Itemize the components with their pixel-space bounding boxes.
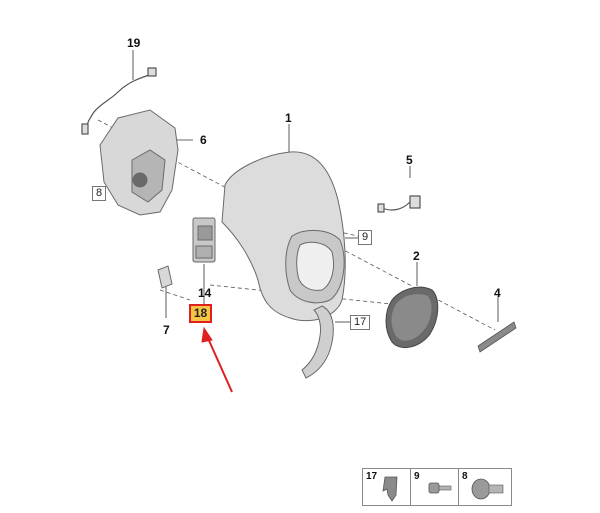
highlight-pointer-arrow <box>201 326 233 393</box>
callout-7: 7 <box>163 323 170 337</box>
callout-1: 1 <box>285 111 292 125</box>
part-6-mounting-bracket <box>99 109 179 216</box>
legend-number: 9 <box>414 471 420 482</box>
legend-number: 8 <box>462 471 468 482</box>
callout-17-boxed: 17 <box>350 315 371 330</box>
callout-5: 5 <box>406 153 413 167</box>
legend-item-17[interactable]: 17 <box>363 469 411 505</box>
part-7-clip <box>157 265 173 289</box>
legend-item-8[interactable]: 8 <box>459 469 511 505</box>
callout-6: 6 <box>200 133 207 147</box>
part-19-wiring-harness <box>81 67 157 135</box>
callout-8-boxed: 8 <box>92 186 107 201</box>
part-14-actuator <box>192 217 216 263</box>
legend-number: 17 <box>366 471 378 482</box>
callout-14: 14 <box>198 286 212 300</box>
callout-19: 19 <box>127 36 141 50</box>
fastener-legend: 17 9 8 <box>362 468 512 506</box>
callout-9-boxed: 9 <box>358 230 373 245</box>
legend-item-9[interactable]: 9 <box>411 469 459 505</box>
callout-2: 2 <box>413 249 420 263</box>
part-1-main-housing <box>221 151 346 379</box>
part-5-small-cable <box>377 195 421 213</box>
part-2-round-cover <box>385 286 439 349</box>
callout-18-highlighted[interactable]: 18 <box>189 304 212 323</box>
part-4-trim-strip <box>477 321 517 353</box>
callout-4: 4 <box>494 286 501 300</box>
